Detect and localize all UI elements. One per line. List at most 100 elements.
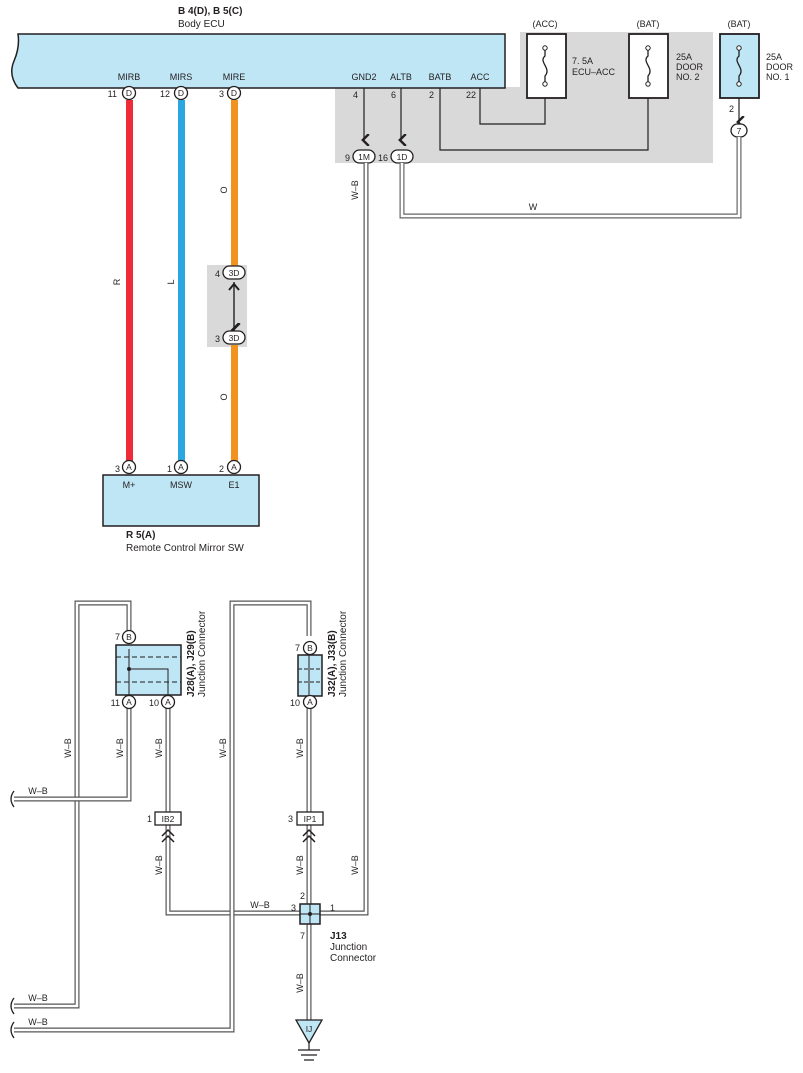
ip1-code: IP1 xyxy=(304,814,317,824)
terminal-label-mirs: MIRS xyxy=(170,72,193,82)
wire-blue-mirs xyxy=(178,100,185,462)
jc2-top-conn-code: B xyxy=(307,643,313,653)
fuse-ecu-acc-box xyxy=(526,33,567,99)
inline-conn-bottom-oval xyxy=(222,330,246,345)
jc2-code: J32(A), J33(B) xyxy=(327,630,338,697)
inline-conn-top-code: 3D xyxy=(229,268,240,278)
wire-acc-to-fuse xyxy=(479,86,546,125)
fuse-door2-node-bottom xyxy=(645,81,651,87)
mirror-switch-label-e1: E1 xyxy=(228,480,239,490)
jc2-name: Junction Connector xyxy=(338,610,349,697)
jc1-name: Junction Connector xyxy=(197,610,208,697)
wire-break-2 xyxy=(10,997,15,1015)
inline-conn-up-arrow xyxy=(228,282,240,291)
wire-orange-mire-lower xyxy=(231,345,238,462)
inline-conn-bottom-pin: 3 xyxy=(215,334,220,344)
jc1-node xyxy=(127,667,131,671)
fuse-door1-symbol xyxy=(736,48,742,84)
ib2-box xyxy=(154,811,182,826)
wire-label-wb-h: W–B xyxy=(250,900,270,910)
wire-batb-to-fuse xyxy=(439,86,649,151)
conn-code-mirs: D xyxy=(178,88,184,98)
terminal-label-gnd2: GND2 xyxy=(351,72,376,82)
jc1-pin-11: 11 xyxy=(111,698,120,708)
wire-label-wb-left2: W–B xyxy=(28,993,48,1003)
jc1-top-conn-code: B xyxy=(126,632,132,642)
wire-label-wb-v4: W–B xyxy=(218,738,228,758)
j13-node xyxy=(308,912,312,916)
fuse-door1-rating: 25A xyxy=(766,52,782,62)
wire-orange-mire-upper xyxy=(231,100,238,266)
wire-label-wb-v1: W–B xyxy=(63,738,73,758)
mirror-switch-pin-m: 3 xyxy=(115,464,120,474)
terminal-label-acc: ACC xyxy=(470,72,490,82)
mirror-switch-conn-m xyxy=(121,459,137,475)
ib2-code: IB2 xyxy=(162,814,175,824)
mirror-switch-code: R 5(A) xyxy=(126,530,155,541)
fuse-ecu-acc-rating: 7. 5A xyxy=(572,56,593,66)
wire-label-wb-left1: W–B xyxy=(28,786,48,796)
jc2-bottom-pin: 10 xyxy=(290,698,300,708)
conn-code-mirb: D xyxy=(126,88,132,98)
conn-7-code: 7 xyxy=(737,126,742,136)
mirror-switch-label-msw: MSW xyxy=(170,480,193,490)
fuse-door1-node-bottom xyxy=(736,81,742,87)
jc1-conn-11-code: A xyxy=(126,697,132,707)
fuse-ecu-acc-source: (ACC) xyxy=(533,19,558,29)
fuse-ecu-acc-node-top xyxy=(542,45,548,51)
inline-conn-top-oval xyxy=(222,265,246,280)
fuse-door1-node-top xyxy=(736,45,742,51)
j13-pin-bottom: 7 xyxy=(300,931,305,941)
terminal-label-mire: MIRE xyxy=(223,72,246,82)
fuse-door2-symbol xyxy=(645,48,651,84)
ground-code: IJ xyxy=(306,1024,313,1034)
ecu-name: Body ECU xyxy=(178,19,225,30)
fuse-door2-name: DOOR xyxy=(676,62,704,72)
jc2-bottom-conn xyxy=(302,694,318,710)
terminal-label-altb: ALTB xyxy=(390,72,412,82)
wire-label-wb-v7: W–B xyxy=(295,855,305,875)
terminal-label-mirb: MIRB xyxy=(118,72,141,82)
jc1-internal-h xyxy=(129,668,169,695)
fuse-ecu-acc-node-bottom xyxy=(542,81,548,87)
wire-label-wb-v6: W–B xyxy=(154,855,164,875)
j13-pin-left: 3 xyxy=(291,903,296,913)
fuse-ecu-acc-name: ECU–ACC xyxy=(572,67,616,77)
jc1-box xyxy=(115,644,182,696)
fuse-door1-source: (BAT) xyxy=(728,19,751,29)
jc2-top-pin: 7 xyxy=(295,643,300,653)
fuse-door2-rating: 25A xyxy=(676,52,692,62)
jc1-conn-11 xyxy=(121,694,137,710)
ip1-chevron xyxy=(302,828,316,843)
fuse-door1-pin: 2 xyxy=(729,104,734,114)
ground-symbol xyxy=(298,1043,320,1061)
wire-wb-gnd2-core xyxy=(314,163,368,915)
wire-label-o-upper: O xyxy=(219,186,229,193)
mirror-switch-name: Remote Control Mirror SW xyxy=(126,543,244,554)
jc1-conn-10 xyxy=(160,694,176,710)
fuse-door1-num: NO. 1 xyxy=(766,72,790,82)
wire-label-l: L xyxy=(166,279,176,284)
mirror-switch-conn-m-code: A xyxy=(126,462,132,472)
j13-code: J13 xyxy=(330,931,347,942)
conn-1d-code: 1D xyxy=(397,152,408,162)
wire-label-wb-v5: W–B xyxy=(295,738,305,758)
jc1-top-conn xyxy=(121,629,137,645)
inline-conn-top-pin: 4 xyxy=(215,269,220,279)
fuse-door2-num: NO. 2 xyxy=(676,72,700,82)
j13-pin-top: 2 xyxy=(300,891,305,901)
pin-altb: 6 xyxy=(391,90,396,100)
j13-name-1: Junction xyxy=(330,942,367,953)
ib2-pin: 1 xyxy=(147,814,152,824)
jc1-pin-10: 10 xyxy=(149,698,159,708)
conn-circle-mirb xyxy=(121,85,137,101)
wire-wb-gnd2 xyxy=(314,163,369,916)
mirror-switch-conn-e1-code: A xyxy=(231,462,237,472)
wire-label-wb-v3: W–B xyxy=(154,738,164,758)
j13-pin-right: 1 xyxy=(330,903,335,913)
mirror-switch-box xyxy=(102,474,260,527)
wire-label-wb-v8: W–B xyxy=(295,973,305,993)
jc1-code: J28(A), J29(B) xyxy=(186,630,197,697)
ip1-box xyxy=(296,811,324,826)
wire-label-w: W xyxy=(529,202,538,212)
